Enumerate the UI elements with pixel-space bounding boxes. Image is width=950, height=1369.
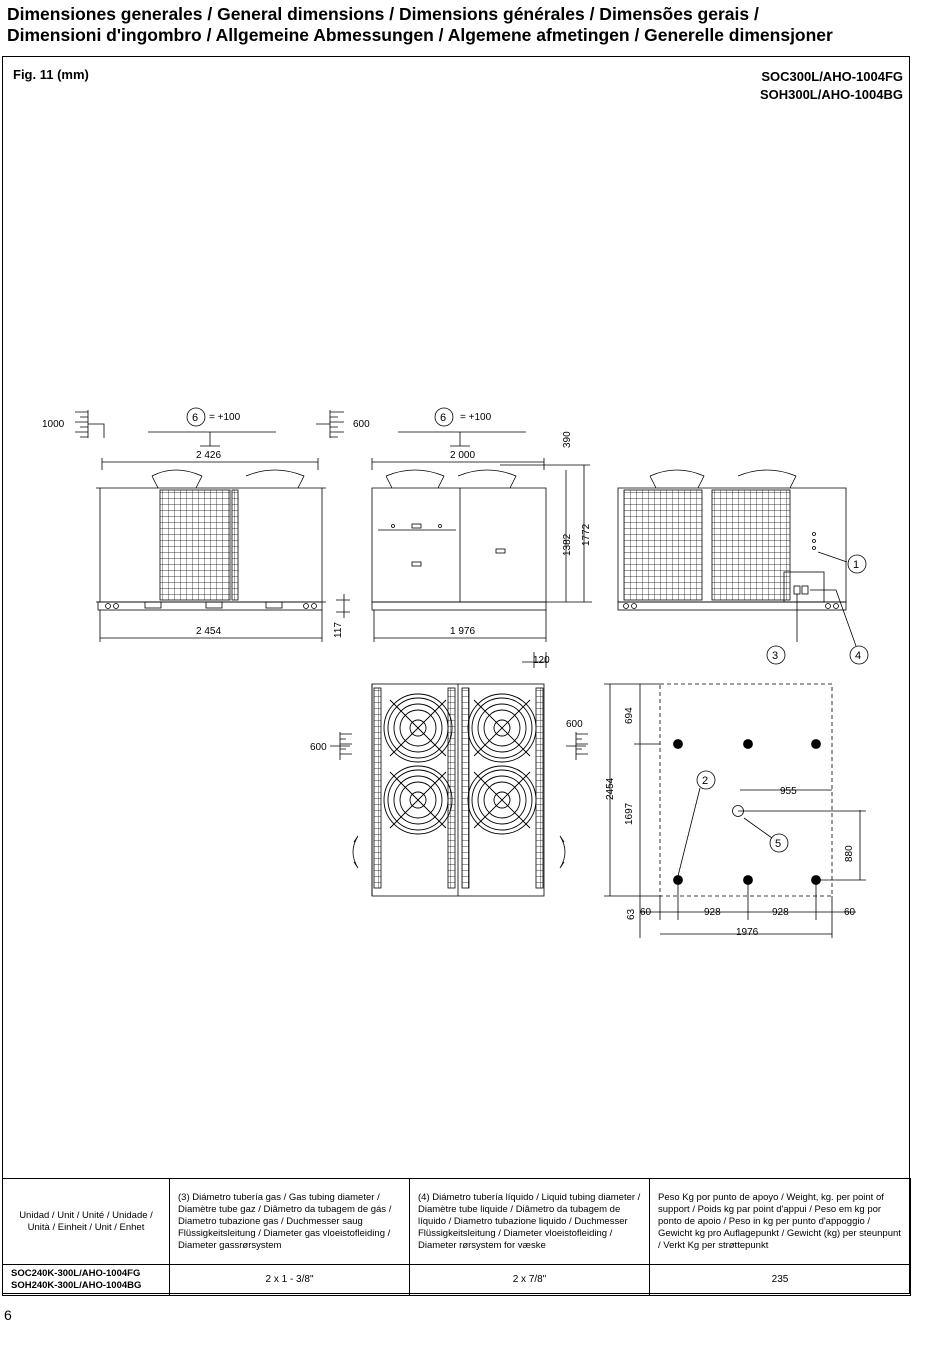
dim-1976-plan: 1976 xyxy=(736,927,759,938)
dim-1697: 1697 xyxy=(624,802,635,825)
clearance-600-right: 600 xyxy=(566,719,583,730)
rear-elevation xyxy=(617,469,869,665)
table-header-row: Unidad / Unit / Unité / Unidade / Unità … xyxy=(2,1178,911,1265)
clearance-1000: 1000 xyxy=(42,419,65,430)
plus-100-front: = +100 xyxy=(209,412,241,423)
page-number: 6 xyxy=(4,1307,12,1323)
dim-1382: 1382 xyxy=(562,533,573,556)
callout-5: 5 xyxy=(775,838,781,850)
callout-2: 2 xyxy=(702,775,708,787)
clearance-middle-symbol xyxy=(316,410,344,438)
side-elevation xyxy=(371,458,592,642)
service-callout-6b xyxy=(398,407,526,447)
dim-2426: 2 426 xyxy=(196,450,221,461)
model-name-2: SOH300L/AHO-1004BG xyxy=(759,87,903,102)
clearance-600-side: 600 xyxy=(353,419,370,430)
row-unit-1: SOC240K-300L/AHO-1004FG xyxy=(11,1268,141,1279)
front-elevation xyxy=(96,458,350,642)
service-callout-6a xyxy=(148,407,276,447)
dim-63: 63 xyxy=(626,908,637,920)
dim-120: 120 xyxy=(533,655,550,666)
title-line-1: Dimensiones generales / General dimensio… xyxy=(7,4,759,24)
row-unit-2: SOH240K-300L/AHO-1004BG xyxy=(11,1280,142,1291)
dim-60-left: 60 xyxy=(640,907,652,918)
clearance-left-symbol xyxy=(75,410,105,438)
dim-955: 955 xyxy=(780,786,797,797)
title-line-2: Dimensioni d'ingombro / Allgemeine Abmes… xyxy=(7,25,833,45)
plan-view xyxy=(330,652,588,897)
dim-694: 694 xyxy=(624,707,635,724)
page-title: Dimensiones generales / General dimensio… xyxy=(7,4,833,46)
callout-4: 4 xyxy=(855,650,861,662)
row-unit: SOC240K-300L/AHO-1004FG SOH240K-300L/AHO… xyxy=(2,1264,170,1296)
figure-label: Fig. 11 (mm) xyxy=(13,67,89,82)
callout-6-front: 6 xyxy=(192,412,198,424)
model-name-1: SOC300L/AHO-1004FG xyxy=(761,69,903,84)
plus-100-side: = +100 xyxy=(460,412,492,423)
dim-2000: 2 000 xyxy=(450,450,475,461)
row-weight: 235 xyxy=(649,1264,911,1296)
header-gas-diameter: (3) Diámetro tubería gas / Gas tubing di… xyxy=(169,1178,410,1265)
dim-117: 117 xyxy=(333,622,344,638)
dim-928-right: 928 xyxy=(772,907,789,918)
dim-60-right: 60 xyxy=(844,907,856,918)
clearance-600-left: 600 xyxy=(310,742,327,753)
dim-390: 390 xyxy=(562,431,573,448)
dim-2454-depth: 2454 xyxy=(605,777,616,800)
header-weight: Peso Kg por punto de apoyo / Weight, kg.… xyxy=(649,1178,911,1265)
header-liquid-text: (4) Diámetro tubería líquido / Liquid tu… xyxy=(418,1191,641,1251)
header-gas-text: (3) Diámetro tubería gas / Gas tubing di… xyxy=(178,1191,392,1251)
header-liquid-diameter: (4) Diámetro tubería líquido / Liquid tu… xyxy=(409,1178,650,1265)
callout-6-side: 6 xyxy=(440,412,446,424)
row-gas: 2 x 1 - 3/8" xyxy=(169,1264,410,1296)
foundation-plan xyxy=(604,683,866,938)
header-unit: Unidad / Unit / Unité / Unidade / Unità … xyxy=(2,1178,170,1265)
dim-1772: 1772 xyxy=(581,523,592,546)
dim-2454: 2 454 xyxy=(196,626,221,637)
model-names: SOC300L/AHO-1004FG SOH300L/AHO-1004BG xyxy=(760,68,903,104)
table-row: SOC240K-300L/AHO-1004FG SOH240K-300L/AHO… xyxy=(2,1264,911,1296)
dim-880: 880 xyxy=(844,845,855,862)
dim-1976: 1 976 xyxy=(450,626,475,637)
callout-1: 1 xyxy=(853,559,859,571)
row-liquid: 2 x 7/8" xyxy=(409,1264,650,1296)
dim-928-left: 928 xyxy=(704,907,721,918)
callout-3: 3 xyxy=(772,650,778,662)
spec-table: Unidad / Unit / Unité / Unidade / Unità … xyxy=(2,1178,911,1296)
